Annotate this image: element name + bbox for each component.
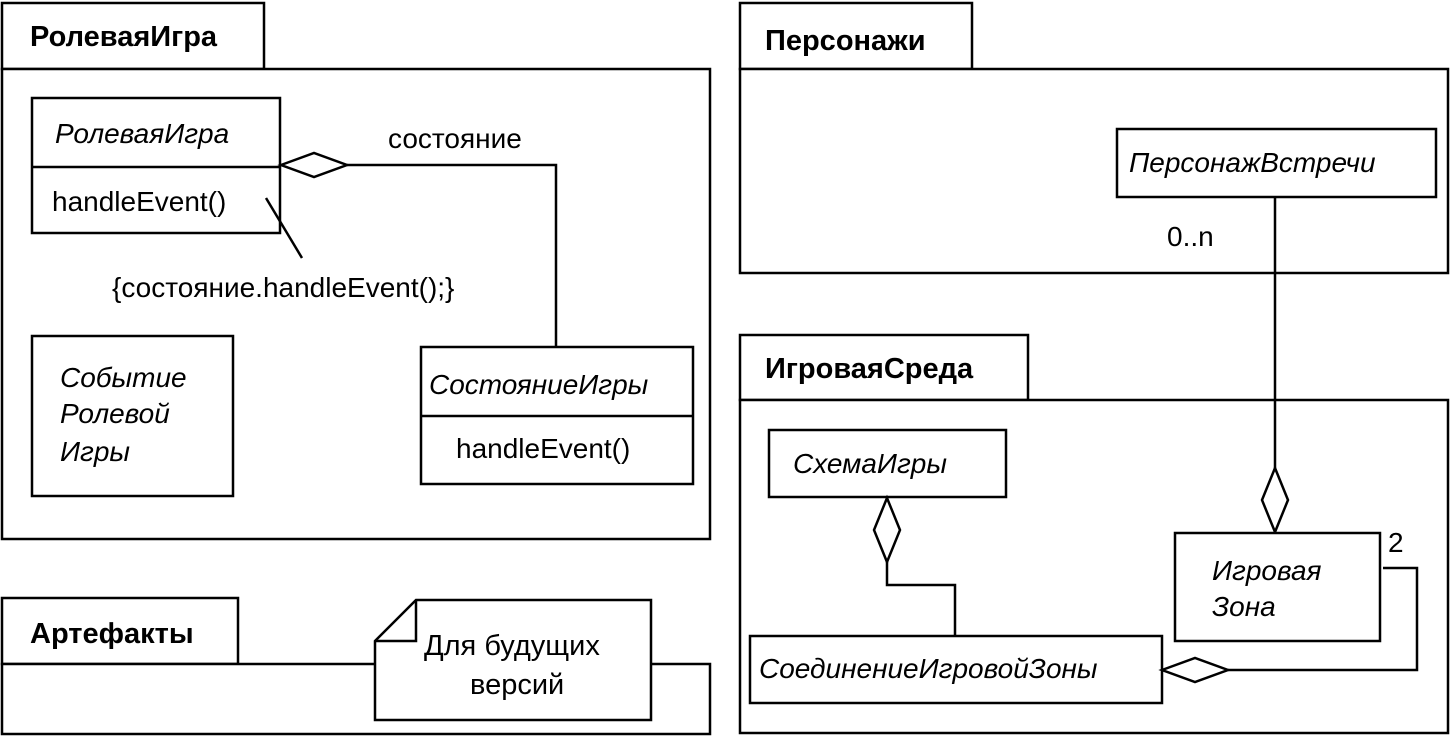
class-game-state-operation: handleEvent() — [456, 433, 630, 464]
note-future-versions: Для будущих версий — [373, 598, 653, 722]
association-state-role: состояние — [388, 123, 522, 154]
association-state-line — [347, 163, 558, 347]
package-environment-title: ИгроваяСреда — [765, 353, 974, 385]
package-characters-tab — [738, 1, 974, 71]
class-game-zone: Игровая Зона — [1173, 531, 1382, 643]
multiplicity-zone: 2 — [1388, 527, 1404, 558]
package-roleplay-tab — [0, 1, 266, 71]
class-game-layout-name: СхемаИгры — [793, 448, 947, 479]
package-roleplay-title: РолеваяИгра — [30, 21, 218, 53]
class-game-layout: СхемаИгры — [767, 428, 1008, 499]
class-roleplay-game-box — [30, 96, 282, 235]
code-note-connector — [264, 197, 304, 259]
association-layout-connection — [872, 494, 957, 636]
association-zone-connection: 2 — [1158, 527, 1419, 684]
package-characters: Персонажи — [738, 1, 1450, 275]
note-line-2: версий — [470, 669, 564, 701]
association-zone-connection-line — [1228, 566, 1419, 672]
class-game-layout-box — [767, 428, 1008, 499]
class-encounter-character: ПерсонажВстречи — [1115, 127, 1438, 199]
aggregation-diamond — [872, 494, 902, 566]
class-roleplay-game-operation: handleEvent() — [52, 186, 226, 217]
class-game-zone-name-line-2: Зона — [1212, 591, 1276, 622]
class-zone-connection: СоединениеИгровойЗоны — [748, 634, 1164, 705]
class-game-zone-box — [1173, 531, 1382, 643]
class-roleplay-event-name-line-1: Событие — [60, 362, 187, 393]
class-game-state-name: СостояниеИгры — [429, 369, 649, 400]
class-game-zone-name-line-1: Игровая — [1212, 555, 1322, 586]
class-game-state: СостояниеИгры handleEvent() — [419, 345, 695, 486]
class-roleplay-game: РолеваяИгра handleEvent() — [30, 96, 282, 235]
note-fold — [375, 600, 418, 643]
class-encounter-character-box — [1115, 127, 1438, 199]
note-box — [373, 598, 653, 722]
package-artifacts-tab — [0, 596, 240, 666]
association-layout-connection-line — [885, 562, 957, 636]
package-environment-tab — [738, 333, 1030, 402]
aggregation-diamond — [1158, 656, 1232, 684]
association-state: состояние — [277, 123, 558, 347]
class-roleplay-event: Событие Ролевой Игры — [30, 334, 235, 498]
note-line-1: Для будущих — [424, 630, 600, 662]
class-zone-connection-name: СоединениеИгровойЗоны — [759, 653, 1098, 684]
multiplicity-characters: 0..n — [1167, 221, 1214, 252]
package-artifacts-title: Артефакты — [30, 618, 194, 650]
package-characters-title: Персонажи — [765, 25, 926, 57]
class-roleplay-event-name-line-3: Игры — [60, 436, 130, 467]
package-artifacts: Артефакты — [0, 596, 712, 736]
class-roleplay-event-name-line-2: Ролевой — [60, 398, 170, 429]
class-encounter-character-name: ПерсонажВстречи — [1129, 147, 1376, 178]
aggregation-diamond — [277, 151, 351, 179]
code-note-text: {состояние.handleEvent();} — [112, 272, 454, 303]
class-roleplay-event-box — [30, 334, 235, 498]
class-roleplay-game-name: РолеваяИгра — [55, 118, 229, 149]
